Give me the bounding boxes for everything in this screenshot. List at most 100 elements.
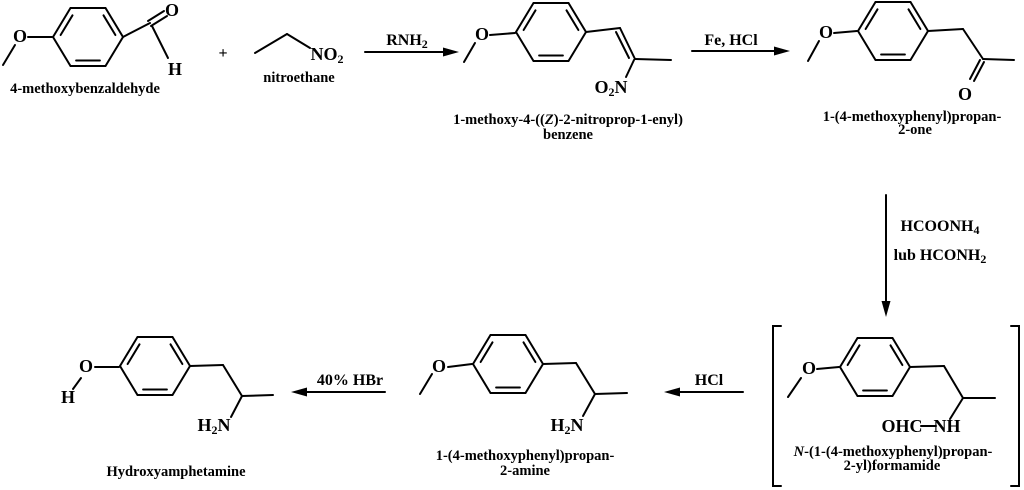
reagent-label-step3-line2: lub HCONH2 <box>894 247 987 266</box>
double-bond <box>150 15 168 27</box>
aldehyde-hydrogen-label: H <box>168 59 182 79</box>
arrowhead <box>443 47 459 57</box>
ring-double-bond <box>907 8 922 31</box>
ketone-oxygen-label: O <box>958 84 972 104</box>
methoxy-oxygen-label: O <box>432 356 446 376</box>
bond <box>816 366 840 370</box>
ring-double-bond <box>126 343 141 366</box>
bond <box>625 59 635 78</box>
double-bond <box>615 31 630 59</box>
ring-double-bond <box>522 341 537 364</box>
hydroxyl-hydrogen-label: H <box>61 387 75 407</box>
compound-name-formamide-line2: 2-yl)formamide <box>844 458 941 474</box>
bond <box>463 42 476 63</box>
right-bracket <box>1010 325 1020 487</box>
methoxy-oxygen-label: O <box>13 26 27 46</box>
reagent-label-step4: HCl <box>695 372 724 389</box>
bond <box>419 373 433 395</box>
arrowhead <box>774 46 790 56</box>
arrowhead <box>664 387 680 397</box>
structure-nitroethane <box>254 33 311 54</box>
compound-name-benzaldehyde: 4-methoxybenzaldehyde <box>10 81 160 97</box>
bond <box>962 28 984 60</box>
reaction-arrow-step1 <box>364 47 459 57</box>
bond <box>72 377 82 390</box>
bond <box>585 27 621 33</box>
bond <box>982 58 1015 61</box>
benzene-ring <box>51 7 125 67</box>
bond <box>787 377 802 398</box>
double-bond <box>973 61 985 82</box>
benzene-ring <box>856 1 930 61</box>
bond <box>189 364 224 367</box>
bond <box>2 44 16 66</box>
bond <box>909 365 945 368</box>
bond <box>230 395 243 418</box>
bond <box>807 40 820 62</box>
hydroxyl-oxygen-label: O <box>79 356 93 376</box>
arrowhead <box>291 387 307 397</box>
compound-name-nitropropenyl-line2: benzene <box>543 127 594 143</box>
compound-name-amine-line1: 1-(4-methoxyphenyl)propan- <box>436 448 615 464</box>
double-bond <box>147 10 165 22</box>
plus-sign: + <box>218 45 227 62</box>
bond <box>241 394 274 397</box>
ring-double-bond <box>59 14 74 37</box>
bond <box>286 33 311 49</box>
methoxy-oxygen-label: O <box>802 358 816 378</box>
compound-name-nitropropenyl-line1: 1-methoxy-4-((Z)-2-nitroprop-1-enyl) <box>453 112 683 128</box>
ring-double-bond <box>522 9 537 32</box>
nitro-group-label: NO2 <box>311 44 344 66</box>
reagent-label-step1: RNH2 <box>386 32 428 51</box>
benzene-ring <box>838 337 912 397</box>
reaction-arrow-step5 <box>291 387 386 397</box>
bond <box>594 392 628 395</box>
ring-double-bond <box>169 343 184 366</box>
aldehyde-oxygen-label: O <box>165 0 179 20</box>
benzene-ring <box>118 336 192 396</box>
reaction-arrow-step4 <box>664 387 744 397</box>
amine-group-label: H2N <box>550 415 583 437</box>
methoxy-oxygen-label: O <box>819 22 833 42</box>
reagent-label-step3-line1: HCOONH4 <box>901 218 980 237</box>
ring-double-bond <box>479 341 494 364</box>
methoxy-oxygen-label: O <box>475 24 489 44</box>
bond <box>489 32 516 36</box>
bond <box>122 22 151 38</box>
benzene-ring <box>514 2 588 62</box>
reaction-arrow-step2 <box>691 46 790 56</box>
structure-methoxyphenylpropanone <box>807 1 1015 82</box>
bond <box>833 30 858 34</box>
structure-nitropropenylbenzene <box>463 2 672 78</box>
bond <box>943 365 964 399</box>
amine-group-label: H2N <box>197 415 230 437</box>
bond <box>447 363 473 368</box>
reaction-arrow-step3 <box>881 194 891 317</box>
compound-name-ketone-line2: 2-one <box>898 122 932 138</box>
intermediate-brackets <box>772 325 1020 487</box>
ring-double-bond <box>846 344 861 367</box>
compound-name-formamide-line1: N-(1-(4-methoxyphenyl)propan- <box>793 444 993 460</box>
bond <box>949 397 964 420</box>
bond <box>151 25 169 59</box>
reaction-arrows <box>291 46 891 397</box>
structure-4-methoxybenzaldehyde <box>2 7 169 67</box>
amide-nh-label: NH <box>934 416 961 436</box>
reagent-label-step5: 40% HBr <box>317 372 383 389</box>
double-bond <box>619 27 636 60</box>
ring-double-bond <box>102 14 117 37</box>
arrowhead <box>881 301 891 317</box>
benzene-ring <box>471 334 545 394</box>
compound-name-nitroethane: nitroethane <box>263 70 335 86</box>
bond <box>222 364 243 397</box>
ring-double-bond <box>565 9 580 32</box>
bond <box>542 362 577 365</box>
ring-double-bond <box>889 344 904 367</box>
left-bracket <box>772 325 782 487</box>
compound-name-hydroxyamphetamine: Hydroxyamphetamine <box>106 464 246 480</box>
nitro-group-label: O2N <box>594 77 627 99</box>
bond <box>634 58 672 61</box>
structure-hydroxyamphetamine <box>72 336 274 418</box>
